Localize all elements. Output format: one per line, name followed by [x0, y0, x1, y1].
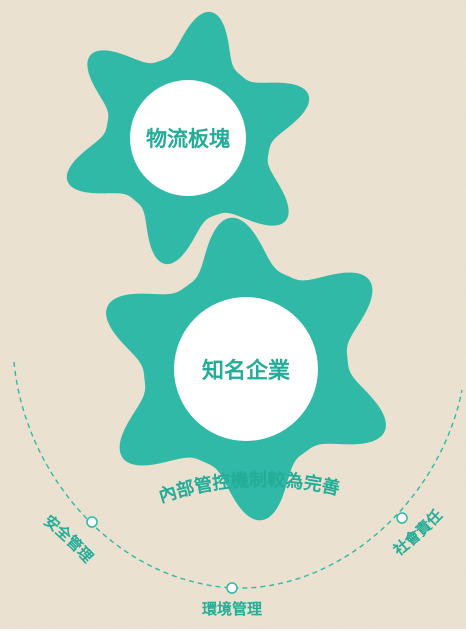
arc-node-right — [396, 512, 408, 524]
arc-node-center — [226, 582, 238, 594]
label-center: 環境管理 — [202, 600, 262, 618]
dashed-arc — [13, 361, 463, 589]
gear-top-label: 物流板塊 — [146, 127, 230, 151]
gear-top-hole — [130, 80, 246, 196]
gear-bottom-hole — [174, 297, 318, 441]
gear-top: 物流板塊 — [66, 11, 310, 265]
arc-node-left — [86, 516, 98, 528]
gear-bottom-label: 知名企業 — [202, 358, 291, 384]
gear-bottom: 知名企業 — [106, 217, 386, 521]
